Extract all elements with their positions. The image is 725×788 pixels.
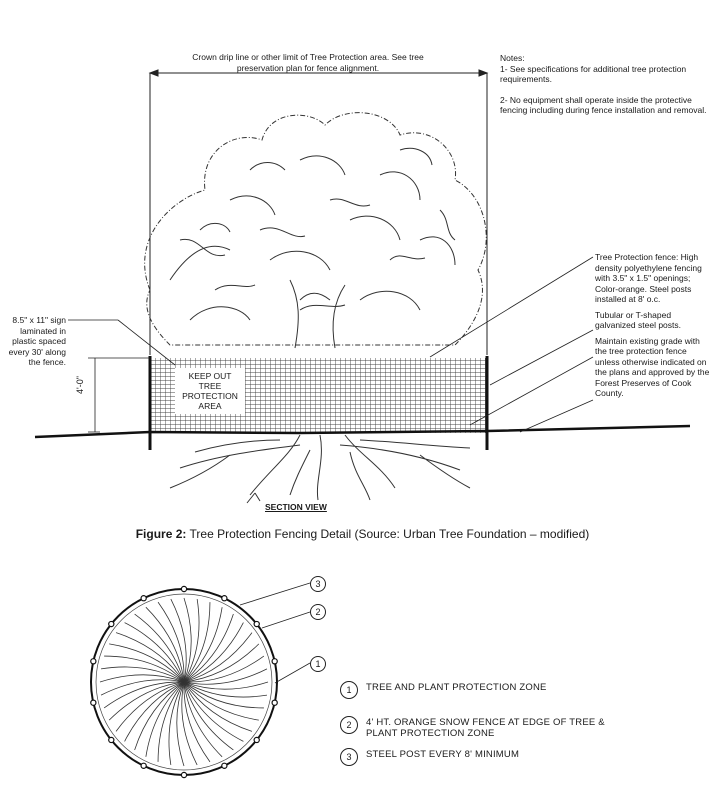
branch-line xyxy=(183,681,259,721)
steel-post-marker xyxy=(221,762,228,769)
fence-note: Tree Protection fence: High density poly… xyxy=(595,252,702,304)
branch-line xyxy=(183,632,253,683)
branch-line xyxy=(176,681,185,767)
branch-line xyxy=(109,643,185,683)
legend-item: 3 STEEL POST EVERY 8' MINIMUM xyxy=(340,748,606,766)
branch-line xyxy=(183,681,234,751)
steel-post-marker xyxy=(140,595,147,602)
branch-line xyxy=(183,681,253,732)
steel-post-marker xyxy=(180,771,188,779)
steel-post-marker xyxy=(108,620,115,628)
branch-line xyxy=(183,598,200,683)
steel-post-marker xyxy=(180,585,188,593)
branch-line xyxy=(183,668,268,685)
note-item: 2- No equipment shall operate inside the… xyxy=(500,94,707,116)
branch-line xyxy=(157,601,185,683)
steel-post-marker xyxy=(253,736,260,744)
branch-line xyxy=(183,681,264,709)
keep-out-sign: KEEP OUT TREE PROTECTION AREA xyxy=(175,368,245,414)
fence-notes: Tree Protection fence: High density poly… xyxy=(595,252,713,404)
branch-line xyxy=(100,666,185,683)
steel-post-marker xyxy=(90,699,97,706)
steel-post-marker xyxy=(90,658,97,665)
branch-line xyxy=(168,681,185,766)
branch-line xyxy=(183,681,269,690)
branch-line xyxy=(115,632,185,683)
drip-line-label: Crown drip line or other limit of Tree P… xyxy=(192,52,424,73)
caption-text: Tree Protection Fencing Detail (Source: … xyxy=(189,527,590,541)
legend-text: 4' HT. ORANGE SNOW FENCE AT EDGE OF TREE… xyxy=(366,717,605,739)
legend-item: 2 4' HT. ORANGE SNOW FENCE AT EDGE OF TR… xyxy=(340,716,606,739)
steel-post-marker xyxy=(221,595,228,602)
branch-line xyxy=(108,681,185,721)
branch-line xyxy=(145,681,185,757)
plan-branches xyxy=(99,597,269,767)
branch-line xyxy=(124,622,185,683)
fence-note: Tubular or T-shaped galvanized steel pos… xyxy=(595,309,681,331)
legend-item: 1 TREE AND PLANT PROTECTION ZONE xyxy=(340,681,606,699)
branch-line xyxy=(183,681,268,698)
branch-line xyxy=(183,622,244,683)
plan-callout-1: 1 xyxy=(310,656,326,672)
branch-line xyxy=(183,681,244,742)
steel-post-marker xyxy=(108,736,115,744)
branch-line xyxy=(134,681,185,751)
branch-line xyxy=(134,613,185,683)
sign-line: AREA xyxy=(198,401,222,411)
branch-line xyxy=(183,681,211,763)
plan-callout-2: 2 xyxy=(310,604,326,620)
legend-text: STEEL POST EVERY 8' MINIMUM xyxy=(366,749,520,760)
branch-line xyxy=(124,681,185,742)
fence-note: Maintain existing grade with the tree pr… xyxy=(595,335,710,399)
branch-line xyxy=(183,655,265,683)
branch-line xyxy=(104,655,185,683)
branch-line xyxy=(170,598,187,683)
sign-line: PROTECTION xyxy=(182,391,238,401)
fence-height-label: 4'-0" xyxy=(75,376,85,394)
branch-line xyxy=(99,674,185,683)
plan-callout-3: 3 xyxy=(310,576,326,592)
notes-heading: Notes: xyxy=(500,53,525,63)
branch-line xyxy=(115,681,185,732)
branch-line xyxy=(103,681,185,709)
branch-line xyxy=(100,679,185,696)
height-dimension xyxy=(88,357,150,433)
legend-text: TREE AND PLANT PROTECTION ZONE xyxy=(366,682,547,693)
plan-posts xyxy=(90,585,278,779)
fence-post xyxy=(148,356,489,450)
section-view-label: SECTION VIEW xyxy=(265,502,327,512)
branch-line xyxy=(157,681,185,762)
tree-canopy xyxy=(144,112,487,349)
steel-post-marker xyxy=(140,762,147,769)
branch-line xyxy=(183,613,234,683)
sign-leader xyxy=(68,319,176,366)
sign-label: 8.5" x 11" sign laminated in plastic spa… xyxy=(8,315,66,367)
steel-post-marker xyxy=(271,658,278,665)
steel-post-marker xyxy=(271,699,278,706)
notes: Notes: 1- See specifications for additio… xyxy=(500,53,715,126)
note-item: 1- See specifications for additional tre… xyxy=(500,63,687,85)
sign-line: TREE xyxy=(198,381,222,391)
drip-line-bracket xyxy=(148,69,489,355)
figure-caption: Figure 2: Tree Protection Fencing Detail… xyxy=(0,527,725,541)
figure-number: Figure 2: xyxy=(135,527,187,541)
legend-number: 3 xyxy=(340,748,358,766)
steel-post-marker xyxy=(253,620,260,628)
branch-line xyxy=(183,602,211,683)
branch-line xyxy=(183,681,223,758)
ground-line xyxy=(34,424,691,439)
branch-line xyxy=(183,607,223,683)
branch-line xyxy=(183,643,260,683)
branch-line xyxy=(181,681,198,766)
branch-line xyxy=(183,597,192,683)
branch-line xyxy=(145,606,185,683)
callout-leaders xyxy=(429,256,594,433)
legend-number: 1 xyxy=(340,681,358,699)
sign-line: KEEP OUT xyxy=(188,371,232,381)
roots xyxy=(169,434,471,504)
plan-callout-leaders xyxy=(239,582,311,684)
legend-number: 2 xyxy=(340,716,358,734)
